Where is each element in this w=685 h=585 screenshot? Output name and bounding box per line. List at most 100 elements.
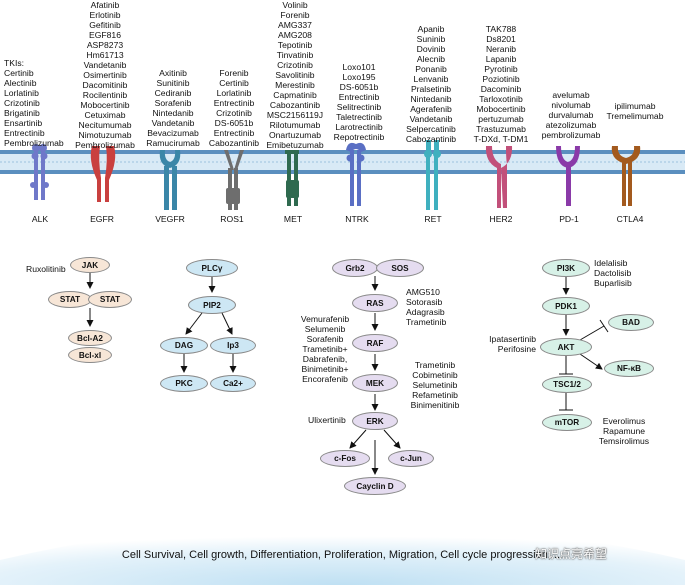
drug-name: AMG510: [406, 287, 440, 297]
drug-name: Crizotinib: [277, 60, 313, 70]
drug-name: Lapanib: [485, 54, 517, 64]
receptor-ros1: [224, 150, 244, 210]
drug-name: Erlotinib: [89, 10, 121, 20]
cell-membrane: [0, 150, 685, 174]
drug-name: Ramucirumab: [146, 138, 200, 148]
drug-name: DS-6051b: [214, 118, 254, 128]
drug-name: Savolitinib: [275, 70, 315, 80]
receptor-label-ntrk: NTRK: [345, 214, 369, 224]
receptor-label-vegfr: VEGFR: [155, 214, 185, 224]
drug-name: Capmatinib: [273, 90, 317, 100]
drug-name: T-DXd, T-DM1: [473, 134, 529, 144]
drug-name: Nintedanib: [410, 94, 452, 104]
drug-name: nivolumab: [551, 100, 591, 110]
drug-name: Pembrolizumab: [4, 138, 64, 148]
plc-arrows: [180, 276, 237, 373]
node-bcl-a2: Bcl-A2: [68, 330, 112, 346]
drug-name: Selumenib: [304, 324, 346, 334]
drug-name: AMG208: [278, 30, 312, 40]
receptor-pd1: [556, 146, 580, 206]
drug-name: EGF816: [88, 30, 121, 40]
drug-name: Entrectinib: [213, 128, 255, 138]
drug-name: ASP8273: [86, 40, 124, 50]
drug-name: Temsirolimus: [598, 436, 650, 446]
node-mek: MEK: [352, 374, 398, 392]
drug-name: Forenib: [219, 68, 249, 78]
drug-name: Cediranib: [154, 88, 192, 98]
drug-name: Encorafenib: [302, 374, 348, 384]
drug-name: Entrectinib: [4, 128, 45, 138]
drug-name: Agerafenib: [410, 104, 452, 114]
drug-name: Dacomitinib: [82, 80, 128, 90]
drug-name: Vemurafenib: [300, 314, 350, 324]
drug-name: Ensartinib: [4, 118, 43, 128]
drug-name: Entrectinib: [213, 98, 255, 108]
pi3k-inhibitions: [559, 319, 609, 411]
drug-name: Dacominib: [480, 84, 522, 94]
cell-body: [0, 520, 685, 585]
drug-name: Selpercatinib: [406, 124, 456, 134]
drug-name: Lorlatinib: [4, 88, 39, 98]
drug-name: Certinib: [4, 68, 34, 78]
drug-name: Sotorasib: [406, 297, 443, 307]
drug-name: Afatinib: [90, 0, 120, 10]
drug-name: Crizotinib: [4, 98, 40, 108]
receptor-label-ros1: ROS1: [220, 214, 244, 224]
drug-name: Bevacizumab: [147, 128, 199, 138]
drug-name: TAK788: [485, 24, 517, 34]
drug-name: Mobocertinib: [80, 100, 130, 110]
drug-name: Nimotuzumab: [78, 130, 132, 140]
drug-name: Buparlisib: [594, 278, 632, 288]
drug-name: Pembrolizumab: [75, 140, 135, 150]
drug-name: Forenib: [280, 10, 310, 20]
drug-name: Loxo195: [342, 72, 376, 82]
drug-name: Lenvanib: [413, 74, 449, 84]
receptor-label-ret: RET: [424, 214, 442, 224]
drug-name: Binimenitinib: [410, 400, 460, 410]
receptor-ntrk: [346, 142, 366, 206]
drug-name: Necitumumab: [78, 120, 132, 130]
receptor-label-egfr: EGFR: [90, 214, 114, 224]
node-dag: DAG: [160, 337, 208, 354]
node-akt: AKT: [540, 338, 592, 356]
receptor-vegfr: [159, 150, 181, 210]
drug-name: Suninib: [416, 34, 446, 44]
cell-outcomes-text: Cell Survival, Cell growth, Differentiat…: [121, 549, 564, 561]
node-pi3k: PI3K: [542, 259, 590, 277]
node-jak: JAK: [70, 257, 110, 273]
drug-name: Tarloxotinib: [479, 94, 523, 104]
receptor-label-met: MET: [283, 214, 303, 224]
drug-name: Trametinib: [414, 360, 456, 370]
drug-name: Ds8201: [486, 34, 516, 44]
drug-name: Trastuzumab: [476, 124, 526, 134]
drug-name: Dabrafenib,: [302, 354, 348, 364]
node-c-jun: c-Jun: [388, 450, 434, 467]
drug-name: Vandetanib: [83, 60, 127, 70]
receptor-alk: [30, 144, 49, 200]
node-tsc1-2: TSC1/2: [542, 376, 592, 393]
drug-name: Crizotinib: [216, 108, 252, 118]
drug-name: Sunitinib: [156, 78, 190, 88]
drug-name: Entrectinib: [338, 92, 380, 102]
drug-name: Hm61713: [86, 50, 124, 60]
drug-name: Volinib: [282, 0, 308, 10]
watermark-text: 知识点亮希望: [535, 547, 608, 561]
drug-name: Everolimus: [602, 416, 646, 426]
node-raf: RAF: [352, 334, 398, 352]
mapk-arrows: [349, 276, 401, 475]
drug-name: Vandetanib: [409, 114, 453, 124]
drug-name: Loxo101: [342, 62, 376, 72]
node-bcl-xl: Bcl-xl: [68, 347, 112, 363]
drug-name: Dovinib: [416, 44, 446, 54]
drug-name: Lorlatinib: [216, 88, 252, 98]
drug-name: Rocilentinib: [82, 90, 128, 100]
drug-name: Sorafenib: [154, 98, 192, 108]
drug-name: Poziotinib: [482, 74, 520, 84]
